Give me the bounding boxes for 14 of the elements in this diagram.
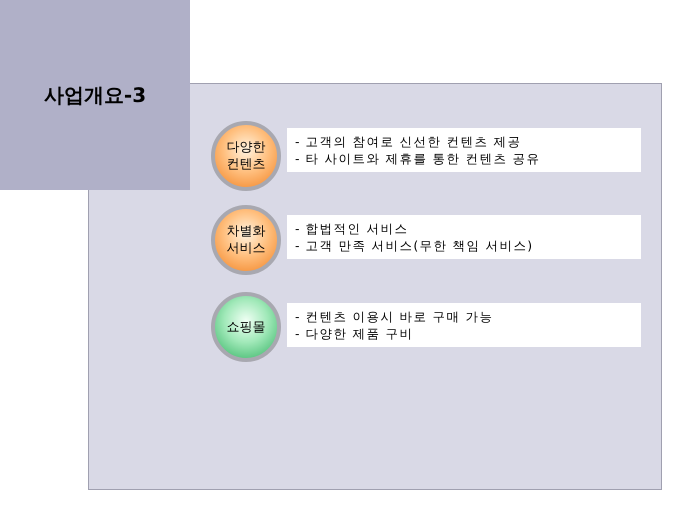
topic-label: 쇼핑몰 [226, 318, 266, 336]
bullet-text: - 컨텐츠 이용시 바로 구매 가능 [295, 308, 494, 325]
bullet-text: - 타 사이트와 제휴를 통한 컨텐츠 공유 [295, 150, 542, 167]
bullet-text: - 고객 만족 서비스(무한 책임 서비스) [295, 237, 534, 254]
topic-label: 차별화 서비스 [226, 223, 266, 257]
description-box [287, 303, 641, 347]
title-box [0, 0, 190, 190]
description-box [287, 128, 641, 172]
bullet-text: - 다양한 제품 구비 [295, 325, 414, 342]
topic-label: 다양한 컨텐츠 [226, 139, 266, 173]
title: 사업개요-3 [44, 82, 146, 108]
description-box [287, 215, 641, 259]
bullet-text: - 고객의 참여로 신선한 컨텐츠 제공 [295, 133, 522, 150]
bullet-text: - 합법적인 서비스 [295, 220, 410, 237]
